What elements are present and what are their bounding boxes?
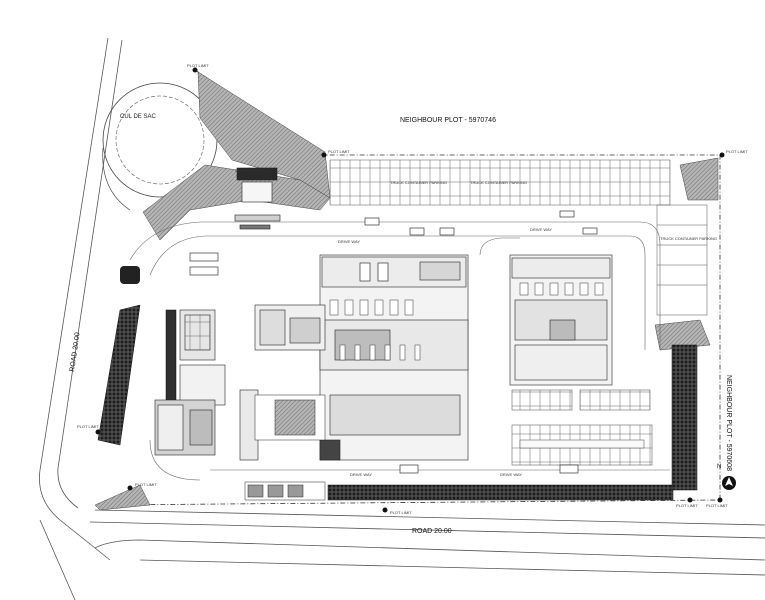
plot-limit-label: PLOT LIMIT bbox=[77, 424, 99, 429]
road-south-label: ROAD 20.00 bbox=[412, 528, 452, 535]
truck-parking-north bbox=[329, 159, 671, 206]
truck-parking-label: TRUCK CONTAINER PARKING bbox=[660, 236, 717, 241]
guard-house bbox=[234, 167, 281, 230]
solar-strips bbox=[97, 304, 698, 501]
north-letter: N bbox=[717, 464, 721, 470]
neighbour-plot-north-label: NEIGHBOUR PLOT - 5970746 bbox=[400, 117, 496, 124]
cul-de-sac-label: CUL DE SAC bbox=[120, 114, 156, 120]
neighbour-plot-east-label: NEIGHBOUR PLOT - 5970608 bbox=[725, 375, 732, 471]
drive-way-label: DRIVE WAY bbox=[530, 227, 552, 232]
plot-limit-label: PLOT LIMIT bbox=[676, 503, 698, 508]
plot-limit-label: PLOT LIMIT bbox=[187, 63, 209, 68]
west-road bbox=[39, 37, 123, 600]
north-arrow: N bbox=[717, 464, 736, 490]
plot-limit-label: PLOT LIMIT bbox=[135, 482, 157, 487]
entrance-roundabout bbox=[120, 266, 140, 284]
truck-parking-label: TRUCK CONTAINER PARKING bbox=[390, 180, 447, 185]
pavement-strip bbox=[244, 394, 326, 501]
drive-way-label: DRIVE WAY bbox=[500, 472, 522, 477]
parking-rows-east bbox=[511, 389, 653, 466]
vehicles bbox=[189, 210, 598, 474]
plot-limit-label: PLOT LIMIT bbox=[726, 149, 748, 154]
truck-parking-east bbox=[656, 204, 708, 316]
warehouse-east bbox=[509, 254, 613, 386]
truck-parking-label: TRUCK CONTAINER PARKING bbox=[470, 180, 527, 185]
plot-limit-label: PLOT LIMIT bbox=[390, 510, 412, 515]
south-road bbox=[89, 509, 765, 576]
guard-house-label: GUARD HOUSE bbox=[235, 168, 265, 173]
internal-driveways bbox=[129, 221, 670, 481]
warehouse-east-bays bbox=[519, 282, 604, 296]
landscape-areas bbox=[94, 71, 719, 511]
warehouse-central-bays bbox=[329, 299, 421, 361]
plot-limit-markers bbox=[95, 67, 725, 513]
drive-way-label: DRIVE WAY bbox=[338, 239, 360, 244]
plot-limit-label: PLOT LIMIT bbox=[328, 149, 350, 154]
plot-limit-label: PLOT LIMIT bbox=[706, 503, 728, 508]
west-buildings bbox=[154, 304, 326, 461]
road-west-label: ROAD 20.00 bbox=[69, 332, 81, 372]
drive-way-label: DRIVE WAY bbox=[350, 472, 372, 477]
